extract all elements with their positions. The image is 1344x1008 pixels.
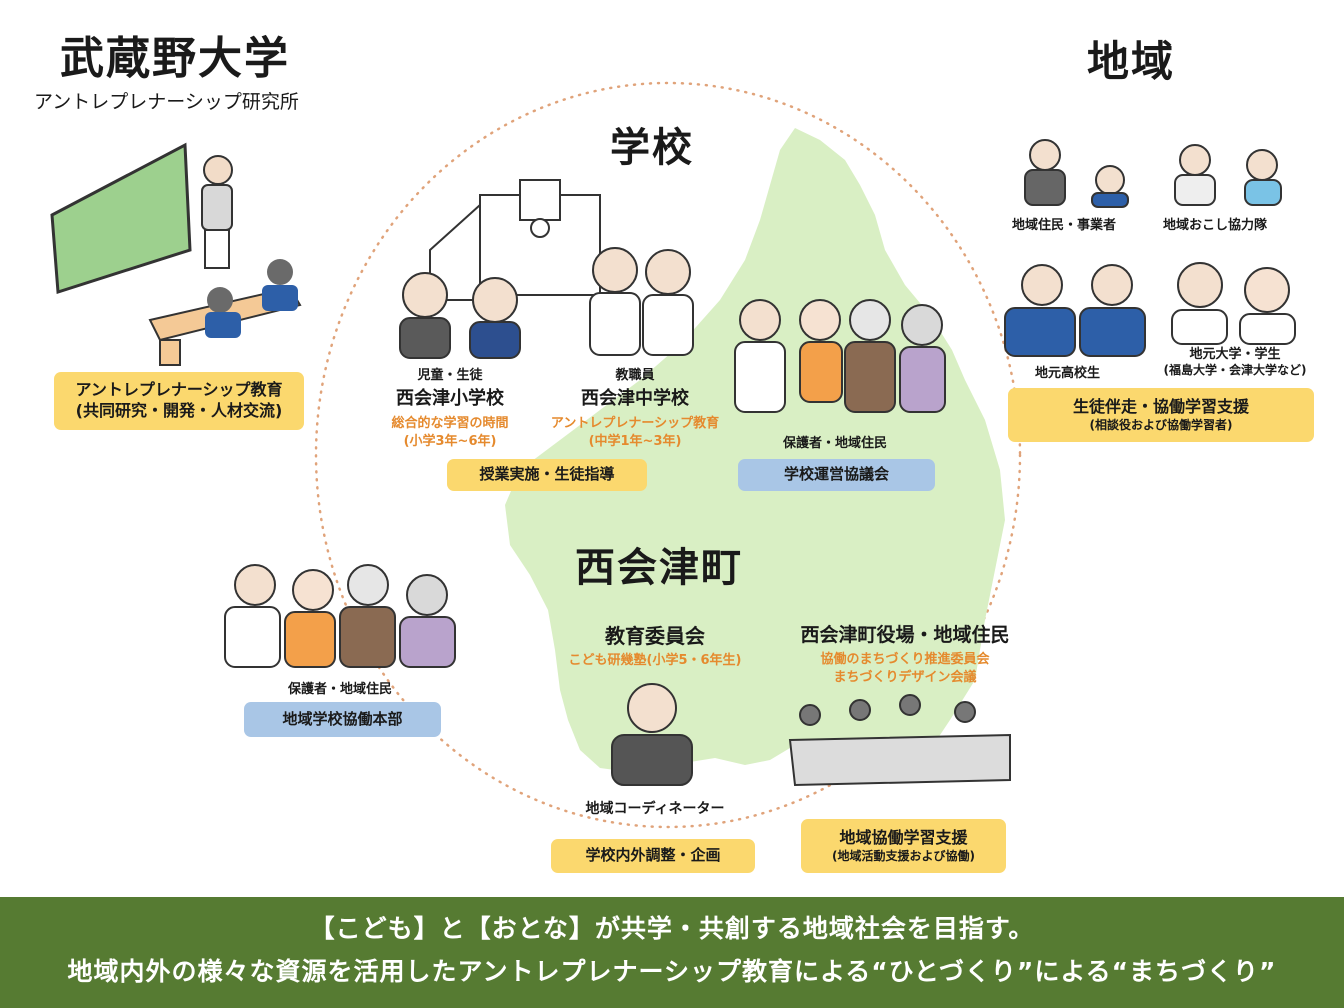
town-office-note-1: 協働のまちづくり推進委員会	[820, 652, 990, 667]
classroom-illustration	[50, 142, 302, 366]
university-students-label: 地元大学・学生	[1189, 347, 1281, 362]
town-office-name: 西会津町役場・地域住民	[800, 624, 1010, 646]
tag-line-2: (共同研究・開発・人材交流)	[75, 401, 283, 420]
footer-line-2: 地域内外の様々な資源を活用したアントレプレナーシップ教育による“ひとづくり”によ…	[67, 957, 1277, 986]
residents-label: 地域住民・事業者	[1012, 218, 1117, 233]
town-title: 西会津町	[575, 545, 743, 591]
elementary-note-2: (小学3年~6年)	[403, 434, 497, 449]
school-council-tag: 学校運営協議会	[738, 459, 935, 491]
entrepreneurship-education-tag: アントレプレナーシップ教育 (共同研究・開発・人材交流)	[54, 372, 304, 430]
university-title: 武蔵野大学	[60, 33, 290, 84]
university-subtitle: アントレプレナーシップ研究所	[34, 91, 299, 113]
elementary-school-name: 西会津小学校	[396, 388, 504, 409]
collaboration-support-tag: 地域協働学習支援 (地域活動支援および協働)	[801, 819, 1006, 873]
town-office-note-2: まちづくりデザイン会議	[833, 670, 977, 685]
instruction-tag: 授業実施・生徒指導	[447, 459, 647, 491]
tag-line-2: (相談役および協働学習者)	[1089, 417, 1233, 432]
region-title: 地域	[1087, 37, 1176, 86]
staff-label: 教職員	[615, 368, 655, 383]
footer-line-1: 【こども】と【おとな】が共学・共創する地域社会を目指す。	[309, 914, 1035, 943]
community-school-hq-tag: 地域学校協働本部	[244, 702, 441, 737]
junior-high-note-2: (中学1年~3年)	[588, 434, 682, 449]
school-title: 学校	[610, 125, 694, 171]
junior-high-name: 西会津中学校	[581, 388, 689, 409]
tag-line-1: 地域協働学習支援	[839, 827, 968, 847]
town-map-shape	[505, 128, 1005, 772]
left-guardians-label: 保護者・地域住民	[287, 682, 392, 697]
guardians-label: 保護者・地域住民	[782, 436, 887, 451]
tag-line-2: (地域活動支援および協働)	[832, 848, 975, 863]
junior-high-note-1: アントレプレナーシップ教育	[550, 416, 720, 431]
coop-label: 地域おこし協力隊	[1163, 218, 1268, 233]
coordinator-label: 地域コーディネーター	[585, 801, 725, 817]
student-support-tag: 生徒伴走・協働学習支援 (相談役および協働学習者)	[1008, 388, 1314, 442]
highschool-label: 地元高校生	[1035, 366, 1101, 381]
board-note: こども研幾塾(小学5・6年生)	[568, 653, 742, 668]
board-name: 教育委員会	[605, 624, 705, 648]
elementary-note-1: 総合的な学習の時間	[391, 416, 509, 431]
coordination-tag: 学校内外調整・企画	[551, 839, 755, 873]
dotted-circle	[314, 81, 1022, 829]
tag-line-1: 生徒伴走・協働学習支援	[1072, 396, 1249, 416]
university-students-note: (福島大学・会津大学など)	[1163, 363, 1307, 377]
students-label: 児童・生徒	[417, 368, 483, 383]
footer-banner: 【こども】と【おとな】が共学・共創する地域社会を目指す。 地域内外の様々な資源を…	[0, 897, 1344, 1008]
people-illustrations	[224, 139, 1296, 787]
school-building-illustration	[429, 179, 601, 301]
tag-line-1: アントレプレナーシップ教育	[75, 380, 283, 400]
